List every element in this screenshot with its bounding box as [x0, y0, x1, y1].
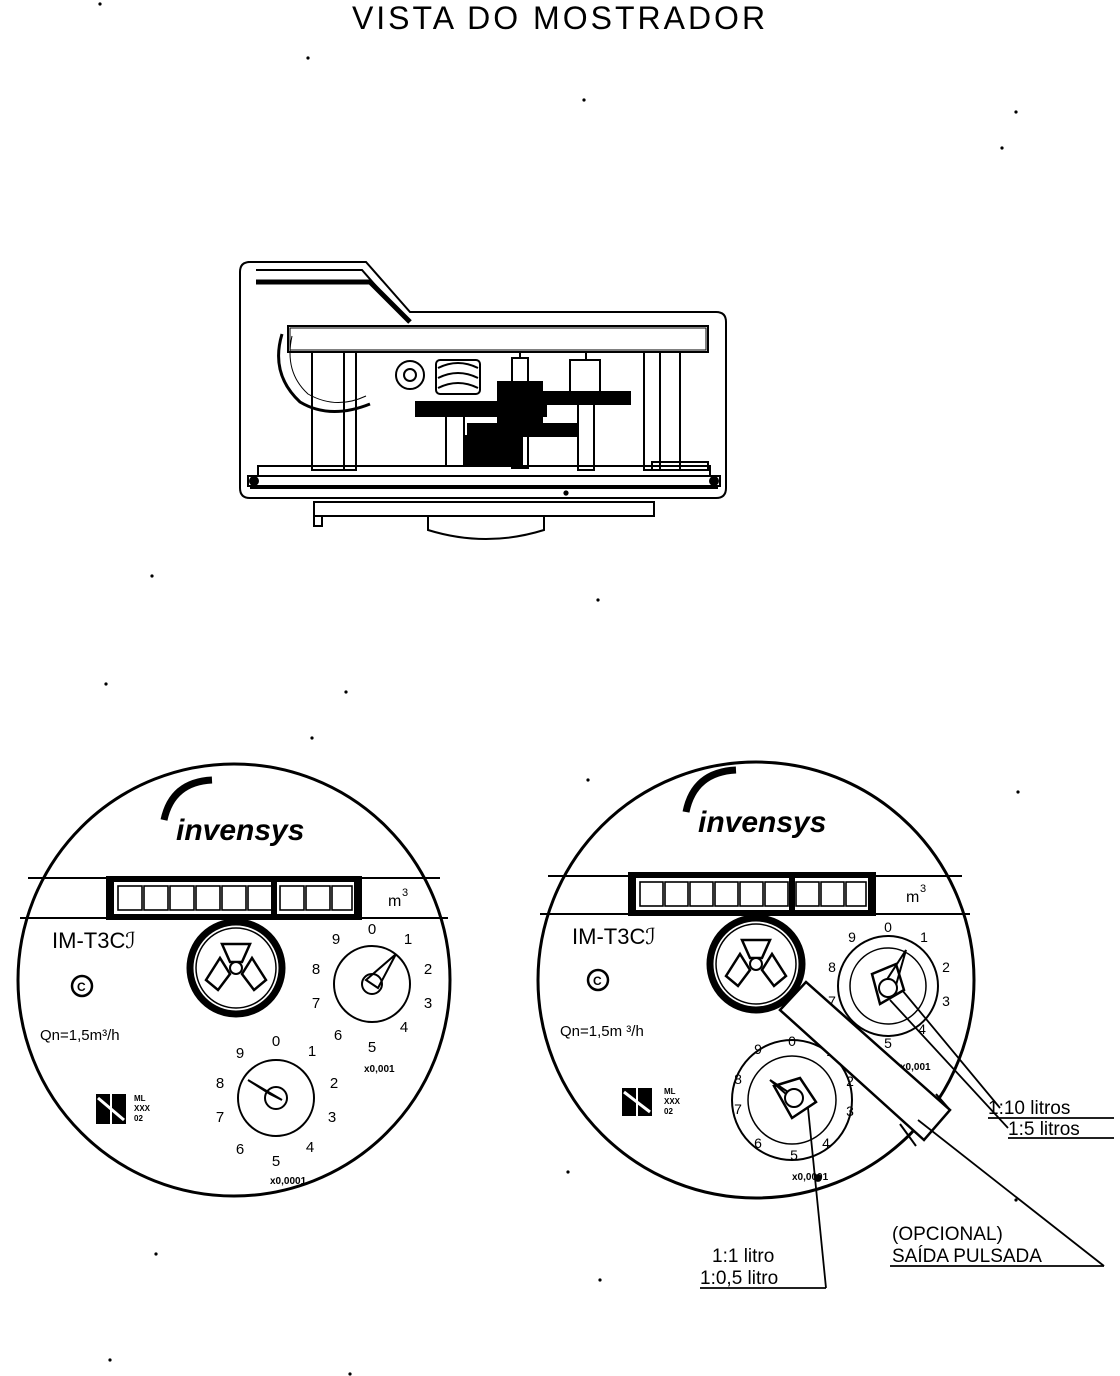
- brand-swoosh-icon: [160, 776, 213, 821]
- svg-text:8: 8: [828, 959, 836, 975]
- unit-exponent: 3: [402, 887, 408, 899]
- svg-text:5: 5: [790, 1147, 798, 1163]
- callout-lower-line-1: 1:1 litro: [712, 1246, 774, 1267]
- callout-upper: 1:10 litros 1:5 litros: [988, 1098, 1080, 1140]
- svg-text:7: 7: [216, 1109, 224, 1126]
- svg-text:9: 9: [332, 931, 340, 948]
- svg-text:2: 2: [330, 1075, 338, 1092]
- svg-text:9: 9: [754, 1041, 762, 1057]
- svg-text:6: 6: [236, 1141, 244, 1158]
- c-mark: C: [77, 980, 86, 994]
- unit-label: m: [906, 889, 919, 906]
- svg-text:3: 3: [424, 995, 432, 1012]
- svg-text:9: 9: [236, 1045, 244, 1062]
- callout-optional: (OPCIONAL) SAÍDA PULSADA: [892, 1224, 1042, 1267]
- svg-text:2: 2: [846, 1073, 854, 1089]
- svg-text:4: 4: [918, 1021, 926, 1037]
- svg-text:9: 9: [848, 929, 856, 945]
- odometer-drums: [639, 881, 867, 907]
- svg-text:2: 2: [424, 961, 432, 978]
- callout-upper-line-2: 1:5 litros: [1008, 1119, 1080, 1140]
- inmetro-mark-icon: [622, 1088, 652, 1116]
- brand-logo: invensys: [176, 814, 304, 847]
- register-dial-small: 0 1 2 3 4 5 6 7 8 9 x0,0001: [216, 1033, 338, 1187]
- model-label: IM-T3Cℐ: [572, 924, 656, 949]
- svg-text:0: 0: [368, 921, 376, 938]
- svg-text:2: 2: [942, 959, 950, 975]
- small-dial-numerals: 0 1 2 3 4 5 6 7 8 9: [216, 1033, 338, 1170]
- cert-line-3: 02: [134, 1114, 143, 1123]
- qn-rating: Qn=1,5m ³/h: [560, 1023, 644, 1040]
- svg-text:6: 6: [754, 1135, 762, 1151]
- brand-swoosh-icon: [682, 766, 737, 813]
- callout-upper-line-1: 1:10 litros: [988, 1098, 1070, 1119]
- callout-lower-line-2: 1:0,5 litro: [700, 1268, 778, 1289]
- svg-text:1: 1: [308, 1043, 316, 1060]
- svg-text:0: 0: [272, 1033, 280, 1050]
- scan-specks: [98, 2, 1020, 1376]
- svg-text:7: 7: [312, 995, 320, 1012]
- flow-indicator-icon: [706, 914, 806, 1014]
- svg-text:4: 4: [306, 1139, 314, 1156]
- svg-text:7: 7: [734, 1101, 742, 1117]
- cert-line-2: XXX: [664, 1097, 681, 1106]
- svg-text:4: 4: [400, 1019, 408, 1036]
- svg-text:7: 7: [828, 993, 836, 1009]
- callout-lower: 1:1 litro 1:0,5 litro: [700, 1246, 778, 1289]
- svg-text:1: 1: [920, 929, 928, 945]
- register-dial-large: 0 1 2 3 4 5 6 7 8 9 x0,001: [312, 921, 432, 1075]
- odometer-drums: [117, 885, 353, 911]
- qn-rating: Qn=1,5m³/h: [40, 1027, 120, 1044]
- c-mark: C: [593, 974, 602, 988]
- large-dial-multiplier: x0,001: [900, 1062, 931, 1073]
- cert-line-3: 02: [664, 1107, 673, 1116]
- svg-text:0: 0: [884, 919, 892, 935]
- model-label: IM-T3Cℐ: [52, 928, 136, 953]
- callout-optional-line-1: (OPCIONAL): [892, 1224, 1003, 1245]
- svg-text:5: 5: [272, 1153, 280, 1170]
- meter-side-view: [239, 261, 727, 540]
- dial-face-left: invensys m 3 IM-T3Cℐ C Qn=1,5m³/h: [16, 762, 452, 1198]
- svg-text:1: 1: [404, 931, 412, 948]
- svg-text:8: 8: [216, 1075, 224, 1092]
- cert-line-1: ML: [664, 1087, 676, 1096]
- large-dial-multiplier: x0,001: [364, 1064, 395, 1075]
- cert-line-2: XXX: [134, 1104, 151, 1113]
- callout-optional-line-2: SAÍDA PULSADA: [892, 1246, 1042, 1267]
- small-dial-multiplier: x0,0001: [270, 1176, 307, 1187]
- dial-face-right: invensys m 3 IM-T3Cℐ C Qn=1,5m ³/h: [536, 760, 976, 1200]
- unit-exponent: 3: [920, 883, 926, 895]
- callout-leaders: [700, 989, 1114, 1289]
- svg-text:5: 5: [368, 1039, 376, 1056]
- unit-label: m: [388, 893, 401, 910]
- cert-line-1: ML: [134, 1094, 146, 1103]
- svg-text:6: 6: [334, 1027, 342, 1044]
- svg-text:0: 0: [788, 1033, 796, 1049]
- svg-text:8: 8: [734, 1071, 742, 1087]
- svg-text:4: 4: [822, 1135, 830, 1151]
- drawing-title: VISTA DO MOSTRADOR: [351, 0, 769, 36]
- small-dial-multiplier: x0,0001: [792, 1172, 829, 1183]
- svg-text:3: 3: [942, 993, 950, 1009]
- brand-logo: invensys: [698, 806, 826, 839]
- inmetro-mark-icon: [96, 1094, 126, 1124]
- svg-text:3: 3: [328, 1109, 336, 1126]
- flow-indicator-icon: [186, 918, 286, 1018]
- svg-text:3: 3: [846, 1103, 854, 1119]
- svg-text:8: 8: [312, 961, 320, 978]
- svg-text:5: 5: [884, 1035, 892, 1051]
- pulse-output-housing: [778, 980, 952, 1142]
- register-dial-large: 0 1 2 3 4 5 6 7 8 9 x0,001: [828, 919, 950, 1073]
- large-dial-numerals: 0 1 2 3 4 5 6 7 8 9: [312, 921, 432, 1056]
